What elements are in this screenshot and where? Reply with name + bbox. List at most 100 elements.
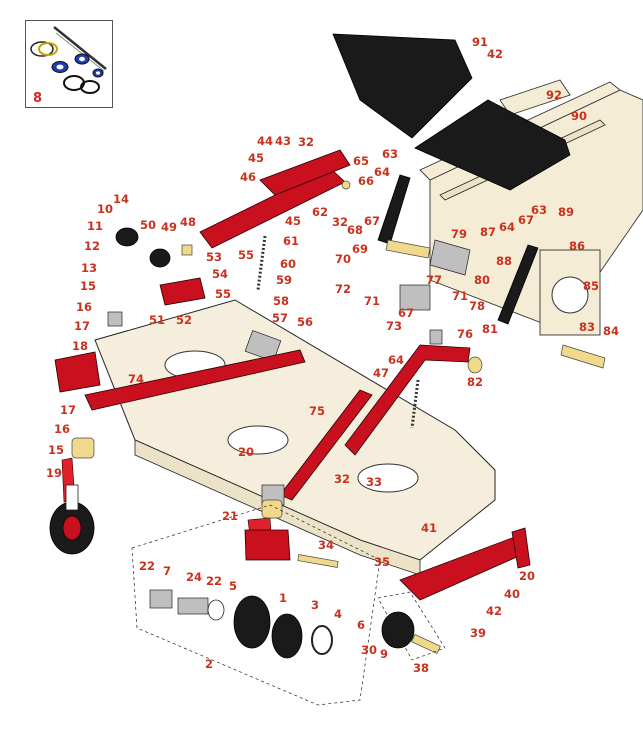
callout-label: 78 bbox=[469, 299, 485, 313]
callout-label: 10 bbox=[97, 202, 113, 216]
callout-label: 84 bbox=[603, 324, 619, 338]
callout-label: 91 bbox=[472, 35, 488, 49]
callout-label: 22 bbox=[139, 559, 155, 573]
callout-label: 19 bbox=[46, 466, 62, 480]
callout-label: 67 bbox=[364, 214, 380, 228]
callout-label: 33 bbox=[366, 475, 382, 489]
callout-label: 18 bbox=[72, 339, 88, 353]
callout-label: 53 bbox=[206, 250, 222, 264]
callout-label: 3 bbox=[311, 598, 319, 612]
wheel-explosion bbox=[131, 504, 446, 706]
inset-callout: 8 bbox=[33, 91, 43, 106]
callout-label: 81 bbox=[482, 322, 498, 336]
callout-labels: 91 42 92 90 44 43 32 45 46 65 63 64 66 6… bbox=[46, 35, 619, 675]
callout-label: 63 bbox=[382, 147, 398, 161]
callout-label: 40 bbox=[504, 587, 520, 601]
callout-label: 32 bbox=[332, 215, 348, 229]
callout-label: 63 bbox=[531, 203, 547, 217]
callout-label: 42 bbox=[486, 604, 502, 618]
callout-label: 67 bbox=[518, 213, 534, 227]
hardware bbox=[149, 180, 483, 429]
callout-label: 83 bbox=[579, 320, 595, 334]
callout-label: 22 bbox=[206, 574, 222, 588]
callout-label: 16 bbox=[54, 422, 70, 436]
lift-arms bbox=[54, 149, 531, 601]
callout-label: 92 bbox=[546, 88, 562, 102]
callout-label: 87 bbox=[480, 225, 496, 239]
callout-label: 59 bbox=[276, 273, 292, 287]
callout-label: 64 bbox=[388, 353, 404, 367]
callout-label: 51 bbox=[149, 313, 165, 327]
caster-assemblies bbox=[49, 227, 285, 555]
callout-label: 55 bbox=[215, 287, 231, 301]
callout-label: 39 bbox=[470, 626, 486, 640]
callout-label: 24 bbox=[186, 570, 202, 584]
callout-label: 71 bbox=[452, 289, 468, 303]
callout-label: 32 bbox=[334, 472, 350, 486]
callout-label: 48 bbox=[180, 215, 196, 229]
callout-label: 44 bbox=[257, 134, 273, 148]
callout-label: 32 bbox=[298, 135, 314, 149]
seal-kit-icon bbox=[30, 26, 107, 94]
callout-label: 43 bbox=[275, 134, 291, 148]
callout-label: 90 bbox=[571, 109, 587, 123]
callout-label: 38 bbox=[413, 661, 429, 675]
callout-label: 62 bbox=[312, 205, 328, 219]
callout-label: 88 bbox=[496, 254, 512, 268]
callout-label: 79 bbox=[451, 227, 467, 241]
callout-label: 61 bbox=[283, 234, 299, 248]
callout-label: 2 bbox=[205, 657, 213, 671]
callout-label: 55 bbox=[238, 248, 254, 262]
spring-left bbox=[71, 437, 95, 459]
callout-label: 80 bbox=[474, 273, 490, 287]
callout-label: 70 bbox=[335, 252, 351, 266]
callout-label: 42 bbox=[487, 47, 503, 61]
callout-label: 45 bbox=[285, 214, 301, 228]
callout-label: 1 bbox=[279, 591, 287, 605]
callout-label: 73 bbox=[386, 319, 402, 333]
callout-label: 89 bbox=[558, 205, 574, 219]
callout-label: 52 bbox=[176, 313, 192, 327]
callout-label: 21 bbox=[222, 509, 238, 523]
callout-label: 54 bbox=[212, 267, 228, 281]
callout-label: 64 bbox=[374, 165, 390, 179]
callout-label: 30 bbox=[361, 643, 377, 657]
callout-label: 5 bbox=[229, 579, 237, 593]
callout-label: 35 bbox=[374, 555, 390, 569]
callout-label: 11 bbox=[87, 219, 103, 233]
callout-label: 14 bbox=[113, 192, 129, 206]
callout-label: 9 bbox=[380, 647, 388, 661]
callout-label: 56 bbox=[297, 315, 313, 329]
callout-label: 77 bbox=[426, 273, 442, 287]
callout-label: 69 bbox=[352, 242, 368, 256]
callout-label: 60 bbox=[280, 257, 296, 271]
callout-label: 17 bbox=[60, 403, 76, 417]
callout-label: 41 bbox=[421, 521, 437, 535]
callout-label: 46 bbox=[240, 170, 256, 184]
callout-label: 12 bbox=[84, 239, 100, 253]
seal-kit-inset: 8 bbox=[25, 20, 113, 108]
callout-label: 76 bbox=[457, 327, 473, 341]
callout-label: 68 bbox=[347, 223, 363, 237]
callout-label: 13 bbox=[81, 261, 97, 275]
callout-label: 86 bbox=[569, 239, 585, 253]
callout-label: 65 bbox=[353, 154, 369, 168]
callout-label: 17 bbox=[74, 319, 90, 333]
callout-label: 15 bbox=[48, 443, 64, 457]
callout-label: 71 bbox=[364, 294, 380, 308]
callout-label: 85 bbox=[583, 279, 599, 293]
callout-label: 47 bbox=[373, 366, 389, 380]
callout-label: 16 bbox=[76, 300, 92, 314]
callout-label: 4 bbox=[334, 607, 342, 621]
callout-label: 15 bbox=[80, 279, 96, 293]
callout-label: 67 bbox=[398, 306, 414, 320]
callout-label: 82 bbox=[467, 375, 483, 389]
callout-label: 75 bbox=[309, 404, 325, 418]
callout-label: 34 bbox=[318, 538, 334, 552]
callout-label: 74 bbox=[128, 372, 144, 386]
lift-cylinders bbox=[377, 174, 606, 369]
callout-label: 49 bbox=[161, 220, 177, 234]
callout-label: 64 bbox=[499, 220, 515, 234]
callout-label: 57 bbox=[272, 311, 288, 325]
